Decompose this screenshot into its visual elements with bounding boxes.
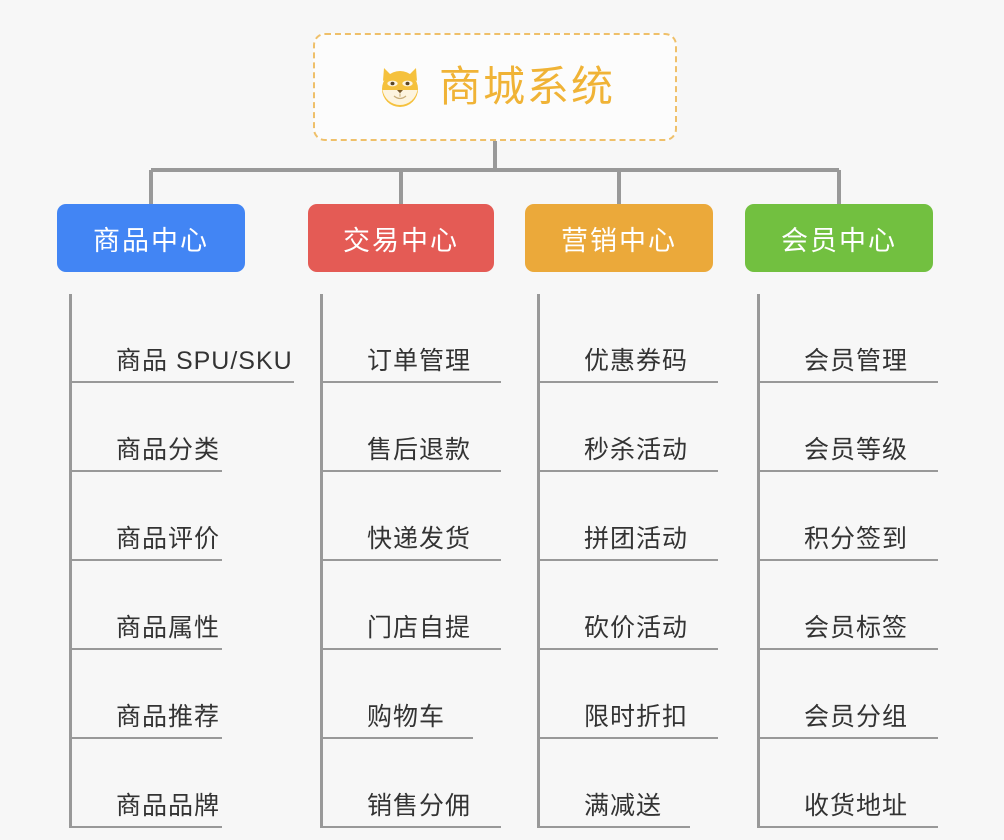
leaf-label: 商品评价 xyxy=(116,524,221,553)
leaf-label: 会员等级 xyxy=(804,435,909,464)
branch-header-1[interactable]: 交易中心 xyxy=(308,204,494,272)
leaf-item[interactable]: 会员管理 xyxy=(760,294,938,383)
leaf-label: 商品分类 xyxy=(116,435,221,464)
leaf-label: 销售分佣 xyxy=(367,791,472,820)
branch-header-2[interactable]: 营销中心 xyxy=(525,204,713,272)
leaf-label: 购物车 xyxy=(367,702,446,731)
leaf-label: 限时折扣 xyxy=(584,702,689,731)
branch-header-0[interactable]: 商品中心 xyxy=(57,204,245,272)
branch-交易中心: 交易中心 订单管理 售后退款 快递发货 门店自提 购物车 销售分佣 xyxy=(308,204,501,828)
leaf-label: 积分签到 xyxy=(804,524,909,553)
leaf-item[interactable]: 商品品牌 xyxy=(72,739,222,828)
leaf-label: 商品品牌 xyxy=(116,791,221,820)
branch-items-1: 订单管理 售后退款 快递发货 门店自提 购物车 销售分佣 xyxy=(320,294,501,828)
leaf-item[interactable]: 积分签到 xyxy=(760,472,938,561)
shiba-dog-face-icon xyxy=(375,62,425,112)
leaf-label: 拼团活动 xyxy=(584,524,689,553)
leaf-item[interactable]: 商品评价 xyxy=(72,472,222,561)
leaf-item[interactable]: 订单管理 xyxy=(323,294,501,383)
branch-商品中心: 商品中心 商品 SPU/SKU 商品分类 商品评价 商品属性 商品推荐 商品品牌 xyxy=(57,204,294,828)
leaf-item[interactable]: 拼团活动 xyxy=(540,472,718,561)
leaf-item[interactable]: 购物车 xyxy=(323,650,473,739)
leaf-label: 商品属性 xyxy=(116,613,221,642)
branch-会员中心: 会员中心 会员管理 会员等级 积分签到 会员标签 会员分组 收货地址 xyxy=(745,204,938,828)
leaf-label: 满减送 xyxy=(584,791,663,820)
leaf-label: 快递发货 xyxy=(367,524,472,553)
leaf-label: 会员管理 xyxy=(804,346,909,375)
leaf-item[interactable]: 商品推荐 xyxy=(72,650,222,739)
leaf-item[interactable]: 售后退款 xyxy=(323,383,501,472)
leaf-item[interactable]: 商品 SPU/SKU xyxy=(72,294,294,383)
leaf-label: 秒杀活动 xyxy=(584,435,689,464)
leaf-label: 收货地址 xyxy=(804,791,909,820)
root-title: 商城系统 xyxy=(438,63,615,110)
leaf-item[interactable]: 会员标签 xyxy=(760,561,938,650)
leaf-label: 会员标签 xyxy=(804,613,909,642)
leaf-item[interactable]: 限时折扣 xyxy=(540,650,718,739)
leaf-item[interactable]: 收货地址 xyxy=(760,739,938,828)
leaf-item[interactable]: 商品分类 xyxy=(72,383,222,472)
branch-items-0: 商品 SPU/SKU 商品分类 商品评价 商品属性 商品推荐 商品品牌 xyxy=(69,294,294,828)
leaf-label: 优惠券码 xyxy=(584,346,689,375)
leaf-label: 订单管理 xyxy=(367,346,472,375)
leaf-label: 商品 SPU/SKU xyxy=(116,346,293,375)
leaf-label: 商品推荐 xyxy=(116,702,221,731)
leaf-label: 会员分组 xyxy=(804,702,909,731)
branch-header-3[interactable]: 会员中心 xyxy=(745,204,933,272)
leaf-item[interactable]: 砍价活动 xyxy=(540,561,718,650)
branch-营销中心: 营销中心 优惠券码 秒杀活动 拼团活动 砍价活动 限时折扣 满减送 xyxy=(525,204,718,828)
root-node[interactable]: 商城系统 xyxy=(313,33,677,141)
leaf-item[interactable]: 商品属性 xyxy=(72,561,222,650)
leaf-item[interactable]: 秒杀活动 xyxy=(540,383,718,472)
leaf-label: 砍价活动 xyxy=(584,613,689,642)
leaf-item[interactable]: 优惠券码 xyxy=(540,294,718,383)
branch-items-3: 会员管理 会员等级 积分签到 会员标签 会员分组 收货地址 xyxy=(757,294,938,828)
leaf-item[interactable]: 销售分佣 xyxy=(323,739,501,828)
leaf-item[interactable]: 快递发货 xyxy=(323,472,501,561)
leaf-item[interactable]: 满减送 xyxy=(540,739,690,828)
branch-items-2: 优惠券码 秒杀活动 拼团活动 砍价活动 限时折扣 满减送 xyxy=(537,294,718,828)
leaf-label: 售后退款 xyxy=(367,435,472,464)
leaf-item[interactable]: 会员分组 xyxy=(760,650,938,739)
leaf-item[interactable]: 门店自提 xyxy=(323,561,501,650)
leaf-label: 门店自提 xyxy=(367,613,472,642)
leaf-item[interactable]: 会员等级 xyxy=(760,383,938,472)
